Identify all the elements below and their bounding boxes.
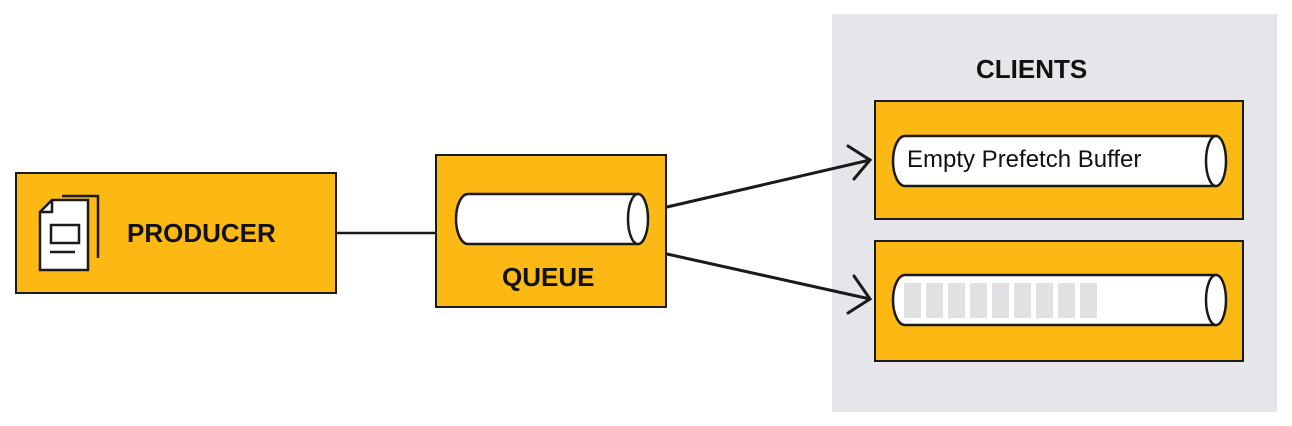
queue-pipe: [454, 192, 650, 246]
client-2-buffer-pipe: [891, 273, 1228, 327]
buffer-slot: [948, 283, 965, 318]
client-1-buffer-pipe: [891, 134, 1228, 188]
buffer-slot: [1014, 283, 1031, 318]
buffer-slot: [970, 283, 987, 318]
buffer-slot: [1058, 283, 1075, 318]
buffer-slot: [992, 283, 1009, 318]
client-1-buffer-label: Empty Prefetch Buffer: [907, 146, 1142, 173]
buffer-slot: [904, 283, 921, 318]
arrow-queue-client-2: [665, 252, 873, 315]
clients-title: CLIENTS: [976, 54, 1088, 84]
document-icon: [38, 194, 100, 272]
arrow-queue-client-1: [665, 144, 873, 209]
buffer-slot: [1080, 283, 1097, 318]
producer-label: PRODUCER: [127, 218, 276, 248]
queue-label: QUEUE: [502, 262, 595, 292]
buffer-slot: [1036, 283, 1053, 318]
buffer-slot: [926, 283, 943, 318]
